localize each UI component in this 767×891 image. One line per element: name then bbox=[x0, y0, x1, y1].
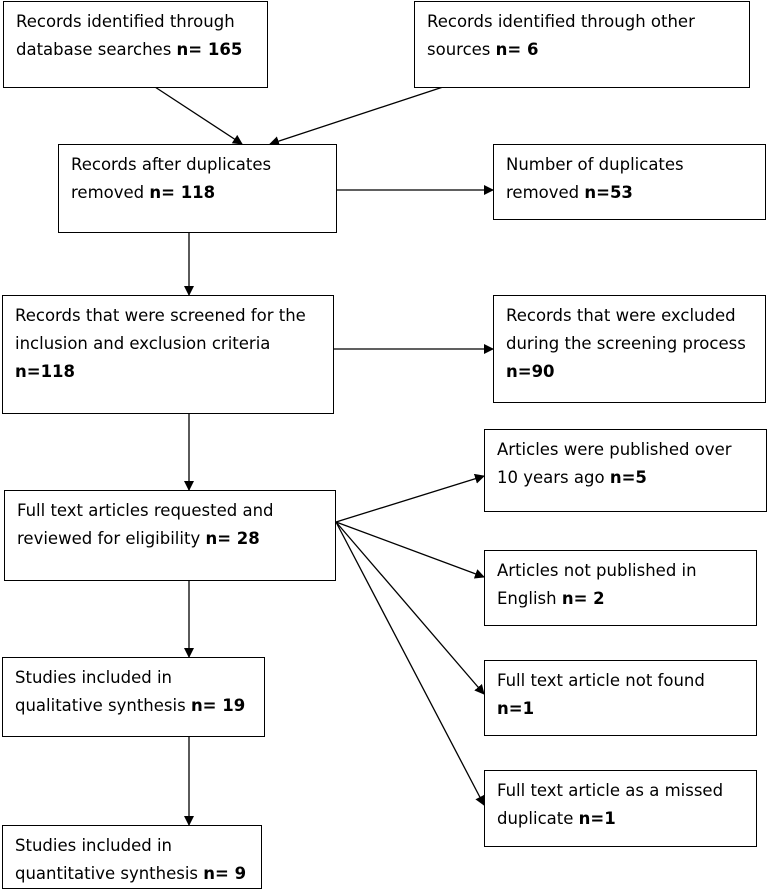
box-over-10-years: Articles were published over 10 years ag… bbox=[484, 429, 767, 512]
box-fulltext-eligibility: Full text articles requested and reviewe… bbox=[4, 490, 336, 581]
box-excluded-screening: Records that were excluded during the sc… bbox=[493, 295, 766, 403]
box-quantitative-synthesis: Studies included in quantitative synthes… bbox=[2, 825, 262, 889]
arrow-fulltext-to-not-english bbox=[335, 521, 485, 579]
box-screened: Records that were screened for the inclu… bbox=[2, 295, 334, 414]
arrow-fulltext-to-not-found bbox=[335, 521, 485, 695]
box-missed-duplicate: Full text article as a missed duplicate … bbox=[484, 770, 757, 847]
box-not-english: Articles not published in English n= 2 bbox=[484, 550, 757, 626]
arrow-other-to-after-dup bbox=[269, 86, 444, 146]
box-after-duplicates: Records after duplicates removed n= 118 bbox=[58, 144, 337, 233]
box-database-searches: Records identified through database sear… bbox=[3, 1, 268, 88]
box-qualitative-synthesis: Studies included in qualitative synthesi… bbox=[2, 657, 265, 737]
box-duplicates-removed: Number of duplicates removed n=53 bbox=[493, 144, 766, 220]
arrow-db-to-after-dup bbox=[154, 86, 243, 145]
arrow-fulltext-to-over10 bbox=[335, 473, 485, 523]
box-not-found: Full text article not found n=1 bbox=[484, 660, 757, 736]
box-other-sources: Records identified through other sources… bbox=[414, 1, 750, 88]
arrow-fulltext-to-missed-dup bbox=[335, 521, 485, 806]
